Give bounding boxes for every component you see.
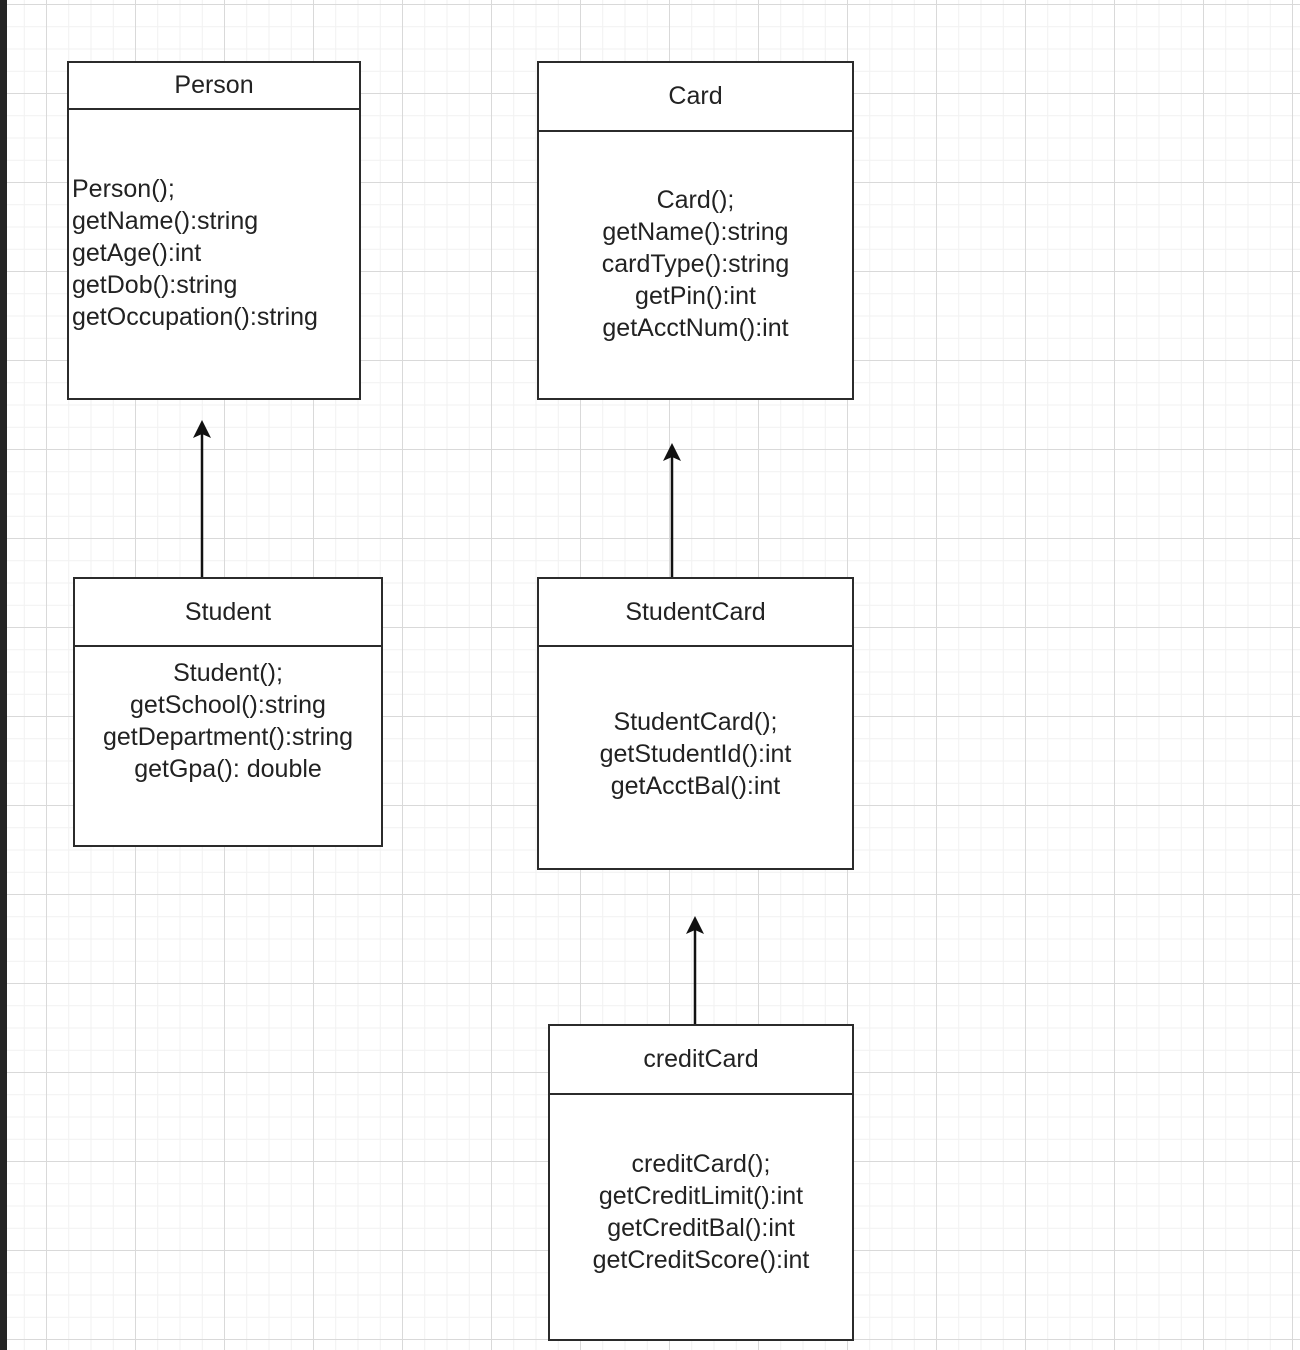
method-person-get-dob: getDob():string bbox=[72, 271, 238, 299]
class-person-header: Person bbox=[69, 63, 359, 110]
method-card-get-acct-num: getAcctNum():int bbox=[602, 314, 789, 342]
method-student-card-get-acct-bal: getAcctBal():int bbox=[610, 772, 781, 800]
class-credit-card[interactable]: creditCard creditCard(); getCreditLimit(… bbox=[548, 1024, 854, 1341]
class-student[interactable]: Student Student(); getSchool():string ge… bbox=[73, 577, 383, 847]
class-credit-card-methods: creditCard(); getCreditLimit():int getCr… bbox=[550, 1093, 852, 1339]
class-student-methods: Student(); getSchool():string getDepartm… bbox=[75, 645, 381, 845]
method-credit-card-get-credit-score: getCreditScore():int bbox=[592, 1246, 810, 1274]
method-card-get-name: getName():string bbox=[602, 218, 789, 246]
method-student-get-department: getDepartment():string bbox=[102, 723, 354, 751]
class-student-header: Student bbox=[75, 579, 381, 647]
method-person-get-occupation: getOccupation():string bbox=[72, 303, 318, 331]
class-person-methods: Person(); getName():string getAge():int … bbox=[69, 108, 359, 398]
class-student-card-header: StudentCard bbox=[539, 579, 852, 647]
class-person[interactable]: Person Person(); getName():string getAge… bbox=[67, 61, 361, 400]
method-student-get-gpa: getGpa(): double bbox=[134, 755, 322, 783]
class-card-methods: Card(); getName():string cardType():stri… bbox=[539, 130, 852, 398]
class-student-card-methods: StudentCard(); getStudentId():int getAcc… bbox=[539, 645, 852, 868]
class-student-card-name: StudentCard bbox=[625, 597, 766, 626]
method-card-constructor: Card(); bbox=[656, 186, 735, 214]
method-person-get-name: getName():string bbox=[72, 207, 259, 235]
method-card-get-pin: getPin():int bbox=[635, 282, 756, 310]
class-card-header: Card bbox=[539, 63, 852, 132]
class-credit-card-name: creditCard bbox=[643, 1045, 759, 1073]
class-card[interactable]: Card Card(); getName():string cardType()… bbox=[537, 61, 854, 400]
class-student-card[interactable]: StudentCard StudentCard(); getStudentId(… bbox=[537, 577, 854, 870]
method-student-constructor: Student(); bbox=[173, 659, 283, 687]
method-credit-card-get-credit-bal: getCreditBal():int bbox=[607, 1214, 795, 1242]
method-person-get-age: getAge():int bbox=[72, 239, 202, 267]
method-student-card-constructor: StudentCard(); bbox=[613, 708, 778, 736]
method-student-get-school: getSchool():string bbox=[130, 691, 326, 719]
method-credit-card-constructor: creditCard(); bbox=[631, 1150, 771, 1178]
class-student-name: Student bbox=[184, 597, 272, 626]
method-person-constructor: Person(); bbox=[72, 175, 175, 203]
class-person-name: Person bbox=[174, 71, 254, 99]
method-student-card-get-student-id: getStudentId():int bbox=[599, 740, 792, 768]
method-credit-card-get-credit-limit: getCreditLimit():int bbox=[598, 1182, 804, 1210]
class-card-name: Card bbox=[668, 82, 723, 110]
method-card-card-type: cardType():string bbox=[601, 250, 790, 278]
class-credit-card-header: creditCard bbox=[550, 1026, 852, 1095]
